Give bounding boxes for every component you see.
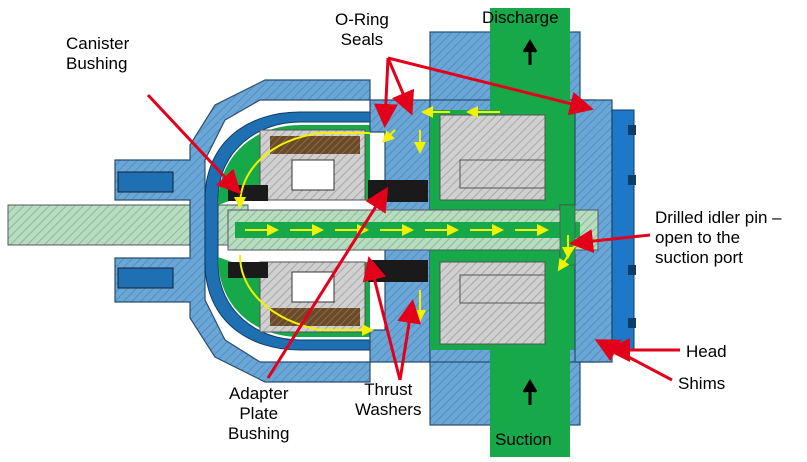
rotor-slot-top [459,159,546,189]
label-discharge: Discharge [482,8,559,27]
label-thrust-washers: Thrust Washers [355,380,422,419]
label-adapter-plate-bushing: Adapter Plate Bushing [228,384,290,443]
seal-block-top [117,171,174,193]
canister-bushing-lower [228,262,268,278]
seal-block-bottom [117,267,174,289]
discharge-port-fluid [490,8,570,123]
suction-flow-arrow [522,379,538,405]
label-head: Head [686,342,727,361]
discharge-flow-arrow [522,39,538,65]
adapter-plate-bushing-bottom [368,260,428,282]
adapter-plate-bushing-top [368,180,428,202]
label-suction: Suction [495,430,552,449]
head-bolt-2 [628,175,636,185]
label-canister-bushing: Canister Bushing [66,34,130,73]
head-bolt-3 [628,265,636,275]
bearing-housing [114,79,371,383]
head-bolt-4 [628,318,636,328]
flow-arrows [234,106,581,336]
head-bolt-1 [628,125,636,135]
label-shims: Shims [678,374,726,393]
magnet-window-top [291,159,335,191]
leader-lines [146,56,680,382]
rotor-slot-bottom [459,274,546,304]
head-cover [611,109,635,351]
brown-magnet-top [270,136,360,154]
canister-shell [204,111,381,351]
label-o-ring-seals: O-Ring Seals [335,10,389,49]
label-drilled-idler-pin: Drilled idler pin – open to the suction … [655,208,782,267]
magnet-window-bottom [291,271,335,303]
